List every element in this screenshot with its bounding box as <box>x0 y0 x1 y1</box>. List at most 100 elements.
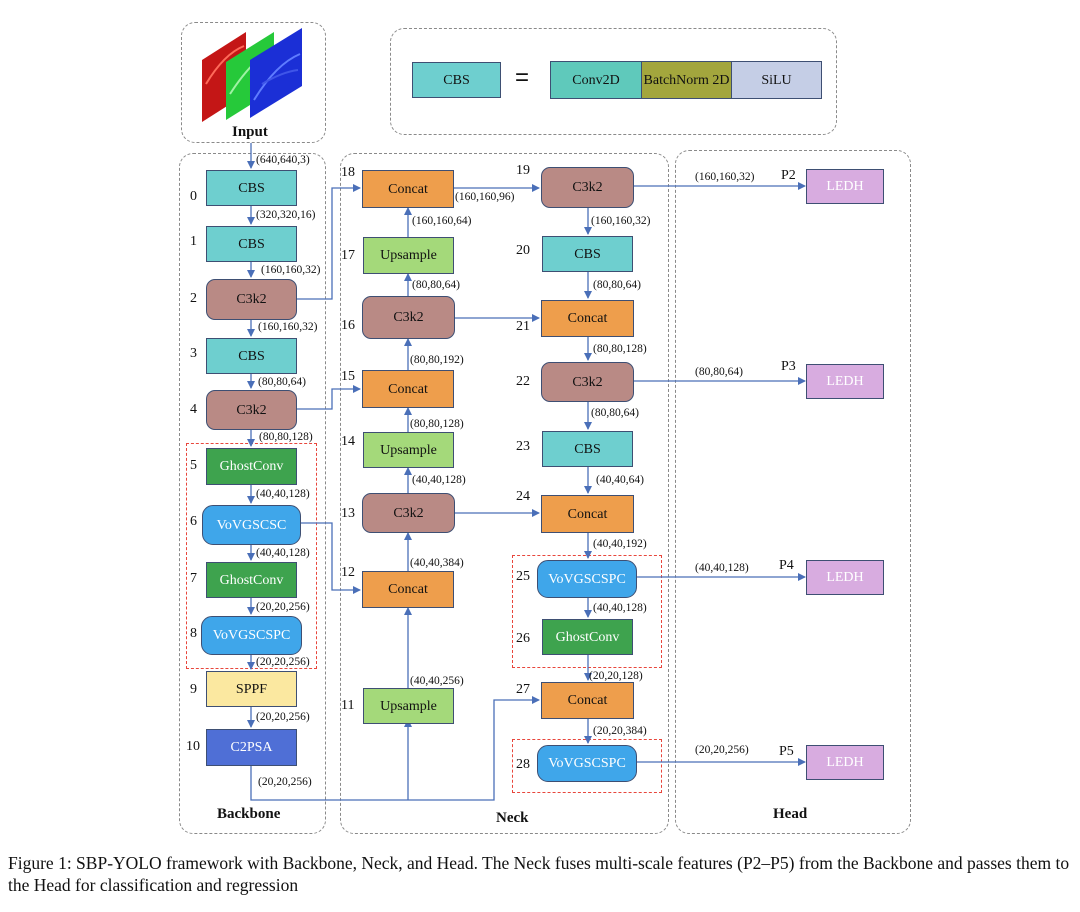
head-label-p2: P2 <box>781 168 796 183</box>
dim-label: (80,80,64) <box>258 376 306 388</box>
neck-panel <box>340 153 669 834</box>
head-dim-p2: (160,160,32) <box>695 171 755 183</box>
neck-node-concat-24: Concat <box>541 495 634 533</box>
legend-equals: = <box>515 64 530 91</box>
dim-label: (20,20,256) <box>258 776 312 788</box>
neck-index-26: 26 <box>516 631 530 646</box>
backbone-index-10: 10 <box>186 739 200 754</box>
backbone-title: Backbone <box>217 806 281 822</box>
sbp-yolo-diagram: Input CBS = Conv2D BatchNorm 2D SiLU <box>179 22 911 834</box>
input-title: Input <box>232 124 268 140</box>
backbone-index-7: 7 <box>190 571 197 586</box>
neck-node-ghostconv-26: GhostConv <box>542 619 633 655</box>
head-label-p3: P3 <box>781 359 796 374</box>
neck-index-18: 18 <box>341 165 355 180</box>
backbone-node-c2psa-10: C2PSA <box>206 729 297 766</box>
input-panel <box>181 22 326 143</box>
backbone-index-0: 0 <box>190 189 197 204</box>
neck-index-23: 23 <box>516 439 530 454</box>
dim-label: (40,40,256) <box>410 675 464 687</box>
connection-arrows <box>247 143 806 801</box>
legend-batchnorm2d: BatchNorm 2D <box>641 61 732 99</box>
head-title: Head <box>773 806 808 822</box>
neck-node-upsample-14: Upsample <box>363 432 454 468</box>
dim-label: (40,40,64) <box>596 474 644 486</box>
dim-label: (80,80,128) <box>593 343 647 355</box>
neck-index-28: 28 <box>516 757 530 772</box>
neck-index-21: 21 <box>516 319 530 334</box>
head-node-ledh-p5: LEDH <box>806 745 884 780</box>
dim-label: (20,20,384) <box>593 725 647 737</box>
legend-silu: SiLU <box>731 61 822 99</box>
backbone-index-9: 9 <box>190 682 197 697</box>
neck-node-concat-15: Concat <box>362 370 454 408</box>
neck-index-12: 12 <box>341 565 355 580</box>
backbone-node-vovgscspc-8: VoVGSCSPC <box>201 616 302 655</box>
neck-index-24: 24 <box>516 489 530 504</box>
neck-index-16: 16 <box>341 318 355 333</box>
neck-index-27: 27 <box>516 682 530 697</box>
dim-label: (320,320,16) <box>256 209 316 221</box>
backbone-index-4: 4 <box>190 402 197 417</box>
backbone-index-5: 5 <box>190 458 197 473</box>
neck-node-vovgscspc-28: VoVGSCSPC <box>537 745 637 782</box>
dim-label: (80,80,64) <box>591 407 639 419</box>
head-dim-p3: (80,80,64) <box>695 366 743 378</box>
dim-label: (40,40,192) <box>593 538 647 550</box>
dim-label: (80,80,64) <box>593 279 641 291</box>
dim-label: (40,40,128) <box>593 602 647 614</box>
dim-label: (40,40,128) <box>256 488 310 500</box>
head-dim-p5: (20,20,256) <box>695 744 749 756</box>
neck-index-19: 19 <box>516 163 530 178</box>
dim-label: (160,160,32) <box>258 321 318 333</box>
backbone-node-c3k2-4: C3k2 <box>206 390 297 430</box>
backbone-index-1: 1 <box>190 234 197 249</box>
backbone-node-cbs-1: CBS <box>206 226 297 262</box>
backbone-node-c3k2-2: C3k2 <box>206 279 297 320</box>
input-rgb-image <box>202 28 302 122</box>
dim-label: (40,40,384) <box>410 557 464 569</box>
neck-node-c3k2-16: C3k2 <box>362 296 455 339</box>
neck-node-upsample-17: Upsample <box>363 237 454 274</box>
head-node-ledh-p3: LEDH <box>806 364 884 399</box>
dim-label: (20,20,256) <box>256 601 310 613</box>
neck-index-25: 25 <box>516 569 530 584</box>
neck-node-concat-27: Concat <box>541 682 634 719</box>
neck-title: Neck <box>496 810 529 826</box>
backbone-node-sppf-9: SPPF <box>206 671 297 707</box>
neck-node-concat-21: Concat <box>541 300 634 337</box>
dim-label: (20,20,256) <box>256 711 310 723</box>
dim-label: (40,40,128) <box>256 547 310 559</box>
backbone-node-vovgscsc-6: VoVGSCSC <box>202 505 301 545</box>
neck-index-22: 22 <box>516 374 530 389</box>
backbone-index-8: 8 <box>190 626 197 641</box>
dim-label: (640,640,3) <box>256 154 310 166</box>
legend-panel <box>390 28 837 135</box>
backbone-node-cbs-0: CBS <box>206 170 297 206</box>
dim-label: (160,160,32) <box>261 264 321 276</box>
backbone-index-3: 3 <box>190 346 197 361</box>
legend-cbs-block: CBS <box>412 62 501 98</box>
neck-node-c3k2-13: C3k2 <box>362 493 455 533</box>
neck-node-concat-12: Concat <box>362 571 454 608</box>
backbone-panel <box>179 153 326 834</box>
head-panel <box>675 150 911 834</box>
neck-index-17: 17 <box>341 248 355 263</box>
neck-node-c3k2-19: C3k2 <box>541 167 634 208</box>
figure-caption: Figure 1: SBP-YOLO framework with Backbo… <box>8 853 1070 895</box>
neck-node-concat-18: Concat <box>362 170 454 208</box>
neck-node-upsample-11: Upsample <box>363 688 454 724</box>
head-node-ledh-p2: LEDH <box>806 169 884 204</box>
dim-label: (80,80,128) <box>410 418 464 430</box>
neck-index-15: 15 <box>341 369 355 384</box>
dim-label: (160,160,32) <box>591 215 651 227</box>
neck-node-vovgscspc-25: VoVGSCSPC <box>537 560 637 598</box>
neck-node-cbs-20: CBS <box>542 236 633 272</box>
dim-label: (80,80,64) <box>412 279 460 291</box>
head-label-p5: P5 <box>779 744 794 759</box>
dim-label: (160,160,64) <box>412 215 472 227</box>
neck-index-11: 11 <box>341 698 355 713</box>
legend-conv2d: Conv2D <box>550 61 642 99</box>
neck-index-20: 20 <box>516 243 530 258</box>
dim-label: (20,20,128) <box>589 670 643 682</box>
